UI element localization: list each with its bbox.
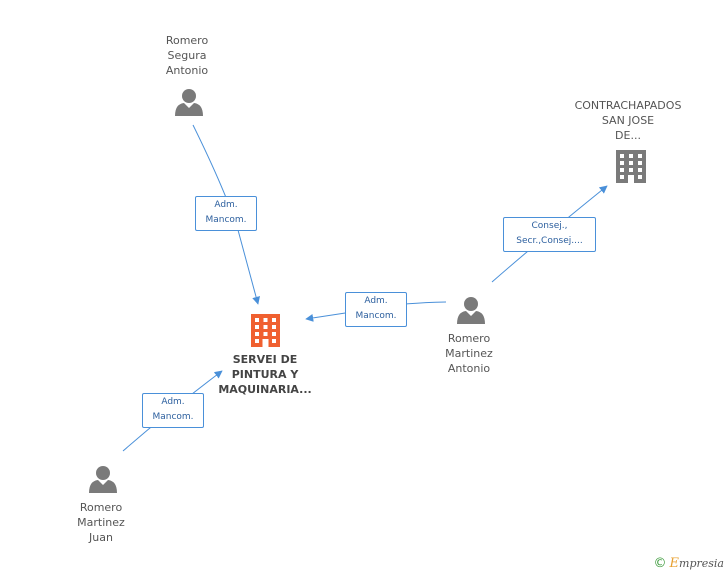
brand-logo[interactable]: Empresia [670, 556, 724, 571]
copyright-icon: © [653, 556, 667, 571]
node-label-contrachapados[interactable]: CONTRACHAPADOS SAN JOSE DE... [574, 99, 682, 142]
person-icon[interactable] [89, 466, 117, 493]
edge-label-juan-to-servei: Adm. Mancom. [142, 393, 204, 428]
edge-label-antonio-to-contrachapados: Consej., Secr.,Consej.... [503, 217, 596, 252]
node-label-romero-martinez-antonio[interactable]: Romero Martinez Antonio [445, 332, 493, 375]
node-label-romero-segura-antonio[interactable]: Romero Segura Antonio [165, 34, 209, 77]
brand-name: mpresia [679, 557, 724, 570]
person-icon[interactable] [175, 89, 203, 116]
building-icon[interactable] [616, 150, 646, 183]
node-label-romero-martinez-juan[interactable]: Romero Martinez Juan [77, 501, 125, 544]
edge-label-segura-to-servei: Adm. Mancom. [195, 196, 257, 231]
node-label-servei[interactable]: SERVEI DE PINTURA Y MAQUINARIA... [218, 353, 312, 396]
edge-label-antonio-to-servei: Adm. Mancom. [345, 292, 407, 327]
main-company-building-icon[interactable] [251, 314, 280, 347]
footer-brand: © Empresia [654, 556, 724, 571]
person-icon[interactable] [457, 297, 485, 324]
brand-initial: E [669, 556, 680, 571]
